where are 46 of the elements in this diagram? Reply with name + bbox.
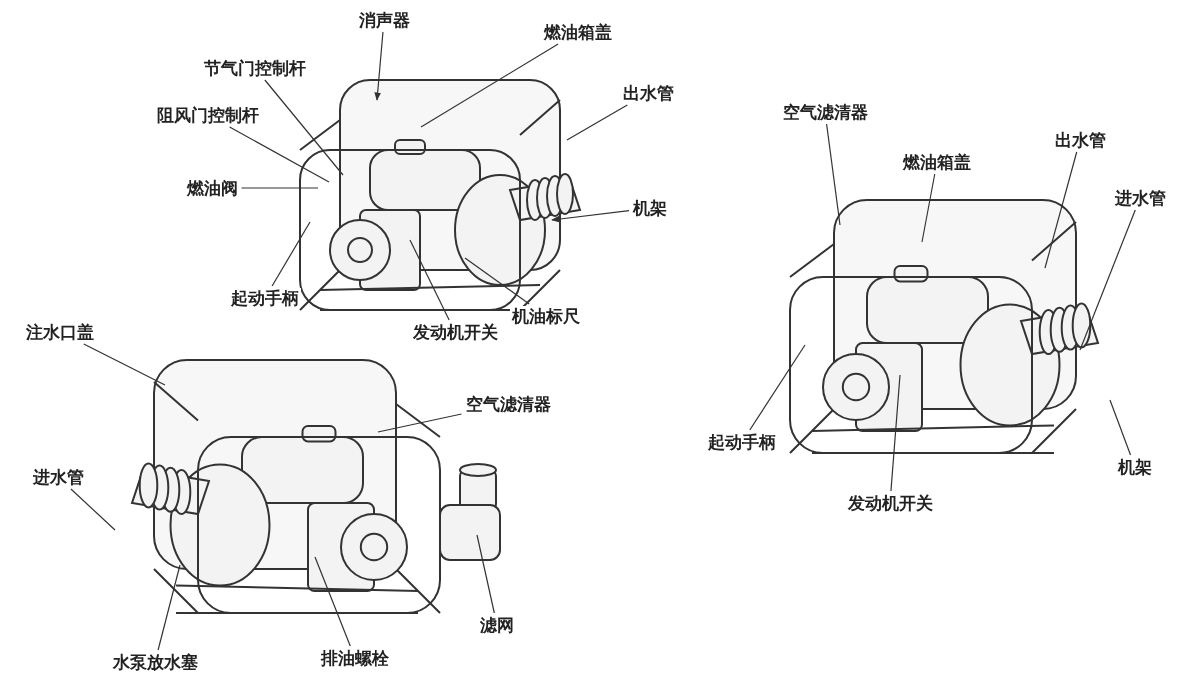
leader-line [476, 534, 495, 614]
leader-line [566, 104, 628, 141]
leader-line [1044, 151, 1078, 269]
part-label: 进水管 [30, 467, 86, 487]
leader-line [83, 343, 166, 386]
leader-line [420, 43, 559, 128]
leader-arrow [551, 209, 630, 223]
part-label: 燃油箱盖 [901, 152, 973, 172]
part-label: 机油标尺 [510, 306, 582, 326]
leader-line [921, 173, 936, 243]
leader-line [157, 564, 181, 651]
leader-line [271, 221, 311, 287]
leader-line [229, 126, 330, 183]
leader-line [826, 123, 841, 226]
leader-line [240, 187, 319, 189]
leader-line [464, 257, 530, 305]
part-label: 出水管 [620, 83, 676, 103]
part-label: 滤网 [478, 615, 516, 635]
leader-line [749, 344, 806, 431]
part-label: 机架 [631, 198, 669, 218]
part-label: 发动机开关 [410, 322, 500, 342]
leader-line [264, 79, 344, 176]
part-label: 进水管 [1112, 188, 1168, 208]
part-label: 阻风门控制杆 [155, 105, 261, 125]
part-label: 空气滤清器 [780, 102, 870, 122]
leader-line [409, 239, 450, 321]
leader-line [1079, 209, 1136, 351]
part-label: 排油螺栓 [319, 648, 391, 668]
part-label: 节气门控制杆 [202, 58, 308, 78]
leader-line [1109, 399, 1132, 456]
part-label: 起动手柄 [229, 288, 301, 308]
part-label: 空气滤清器 [463, 394, 553, 414]
part-label: 水泵放水塞 [110, 652, 200, 672]
part-label: 燃油阀 [184, 178, 240, 198]
leader-line [314, 556, 351, 647]
leader-arrow [374, 31, 384, 101]
part-label: 发动机开关 [845, 493, 935, 513]
leader-line [377, 413, 463, 433]
part-label: 机架 [1116, 457, 1154, 477]
part-label: 消声器 [356, 10, 412, 30]
part-label: 注水口盖 [24, 322, 96, 342]
leader-line [890, 374, 901, 492]
part-label: 燃油箱盖 [542, 22, 614, 42]
leader-line [70, 488, 116, 531]
part-label: 出水管 [1052, 130, 1108, 150]
part-label: 起动手柄 [706, 432, 778, 452]
